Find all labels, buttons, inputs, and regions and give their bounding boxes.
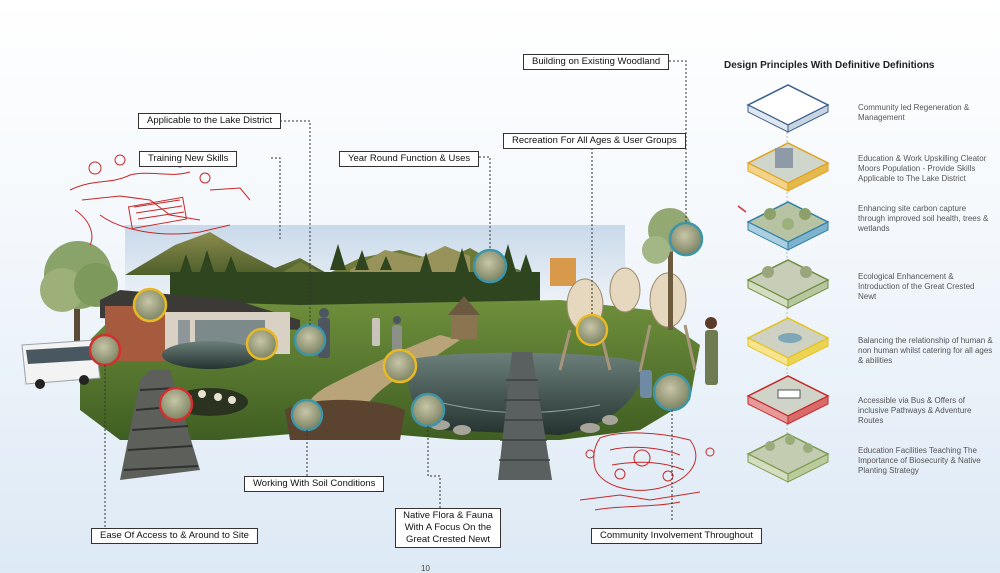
photo-circle-year-round [382,348,418,384]
label-year-round: Year Round Function & Uses [339,151,480,167]
tree-left [40,241,118,380]
orange-building [550,258,576,286]
principle-text-6: Accessible via Bus & Offers of inclusive… [858,396,972,425]
principles-diagram [737,84,830,483]
photo-circle-recreation [472,248,508,284]
photo-circle-boardwalk [158,386,194,422]
label-community-involvement: Community Involvement Throughout [591,528,762,544]
sketch-drawing-top [69,152,251,246]
label-soil-conditions: Working With Soil Conditions [244,476,385,492]
photo-circles [88,221,704,432]
principle-block-2 [746,142,830,192]
sketch-drawing-bottom [579,432,715,511]
photo-circle-community [652,372,692,412]
photo-circle-play [575,313,609,347]
label-native-flora: Native Flora & Fauna With A Focus On the… [395,508,501,548]
photo-circle-bus [88,333,122,367]
principle-block-3 [737,201,830,251]
central-boardwalk [498,352,552,480]
label-ease-access: Ease Of Access to & Around to Site [91,528,258,544]
principle-block-1 [746,84,830,133]
principles-title: Design Principles With Definitive Defini… [724,60,935,71]
people [318,308,718,398]
label-native-flora-line-3: Great Crested Newt [406,534,490,545]
photo-circle-woodland [668,221,704,257]
photo-circle-cycling [132,287,168,323]
bus [21,339,101,389]
principle-block-6 [746,375,830,425]
photo-circle-training [245,327,279,361]
label-native-flora-line-1: Native Flora & Fauna [403,510,493,521]
photo-circle-newt [410,392,446,428]
photo-circle-lake [293,323,327,357]
label-recreation: Recreation For All Ages & User Groups [503,133,686,149]
label-training-skills: Training New Skills [139,151,238,167]
principle-text-5: Balancing the relationship of human & no… [858,336,993,365]
label-building-woodland: Building on Existing Woodland [523,54,670,70]
timber-hut [448,296,480,339]
principle-text-4: Ecological Enhancement & Introduction of… [858,272,975,301]
leader-lines [104,60,687,536]
principle-text-7: Education Facilities Teaching The Import… [858,446,981,475]
principle-text-2: Education & Work Upskilling Cleator Moor… [858,154,987,183]
label-native-flora-line-2: With A Focus On the [404,522,492,533]
principle-text-1: Community led Regeneration & Management [858,103,970,122]
label-lake-district: Applicable to the Lake District [138,113,282,129]
principle-block-7 [746,433,830,483]
principle-block-5 [746,317,830,367]
principle-block-4 [746,259,830,309]
page-number: 10 [421,564,430,573]
photo-circle-soil [290,398,324,432]
boardwalk [120,370,200,480]
principle-text-3: Enhancing site carbon capture through im… [858,204,989,233]
